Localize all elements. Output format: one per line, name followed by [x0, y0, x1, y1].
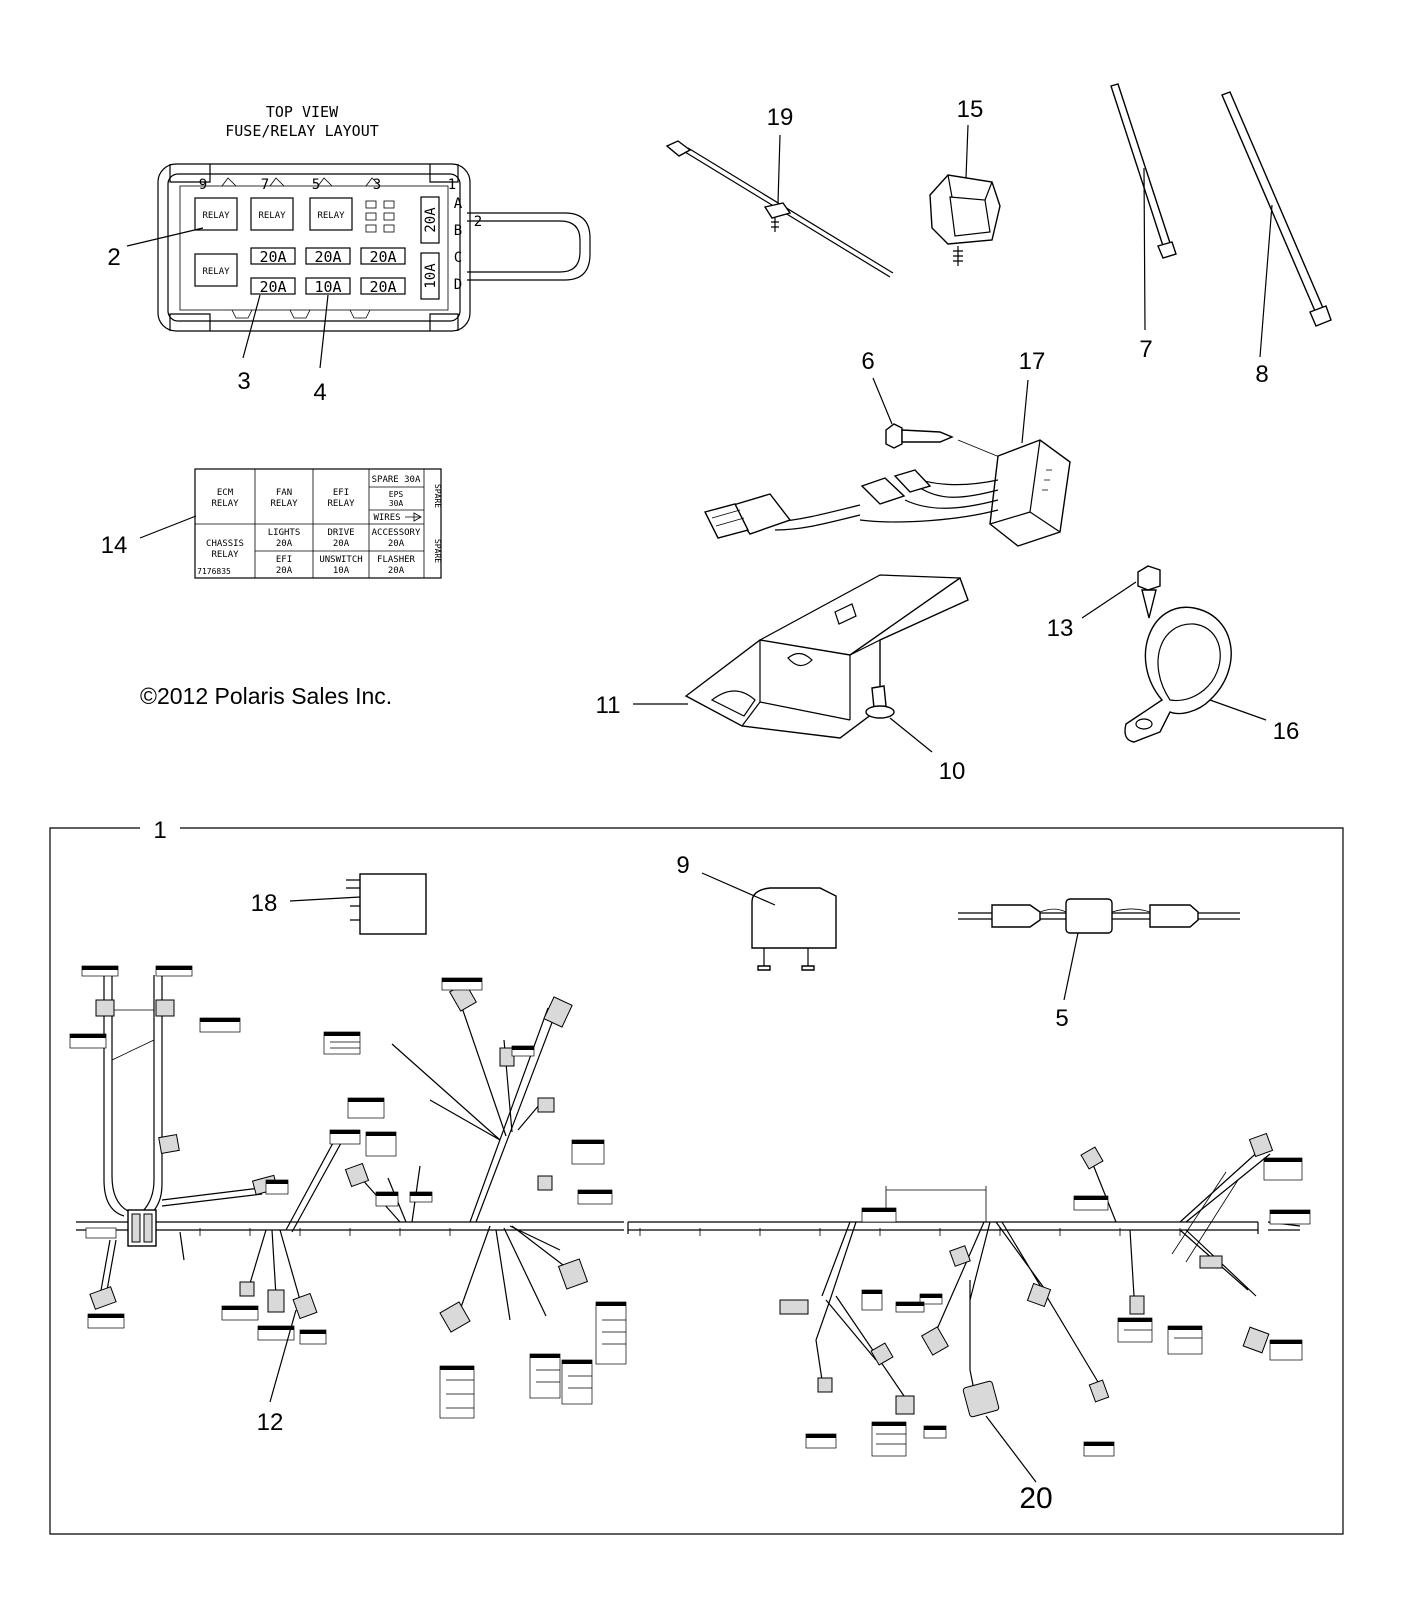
card-lights-1: LIGHTS [268, 528, 301, 538]
callout-7: 7 [1139, 336, 1152, 363]
card-efi-fuse-1: EFI [276, 555, 292, 565]
card-accessory-1: ACCESSORY [372, 528, 421, 538]
relay-label-3: RELAY [317, 211, 345, 221]
fuse-relay-box: TOP VIEW FUSE/RELAY LAYOUT 9 7 5 3 1 REL… [126, 103, 591, 369]
cable-tie-small [1110, 83, 1177, 331]
fuse-row-b: B [454, 223, 462, 239]
cable-tie-large [1221, 91, 1332, 358]
fuse-row-d: D [454, 277, 462, 293]
card-efi-fuse-2: 20A [276, 566, 293, 576]
callout-18: 18 [251, 890, 278, 917]
card-flasher-2: 20A [388, 566, 405, 576]
fuse-row-c: C [454, 250, 462, 266]
callout-17: 17 [1019, 348, 1046, 375]
fuse-col-5: 5 [312, 177, 320, 193]
fuse-label-card: ECM RELAY FAN RELAY EFI RELAY SPARE 30A … [139, 468, 442, 579]
fuse-box-title-line1: TOP VIEW [266, 103, 339, 121]
fuse-col-7: 7 [261, 177, 269, 193]
callout-5: 5 [1055, 1005, 1068, 1032]
callout-10: 10 [939, 758, 966, 785]
fuse-row-a: A [454, 196, 463, 212]
fuse-col-3: 3 [373, 177, 381, 193]
card-spare-vertical-1: SPARE [433, 484, 442, 508]
card-unswitch-1: UNSWITCH [319, 555, 362, 565]
card-efi-1: EFI [333, 488, 349, 498]
callout-6: 6 [861, 348, 874, 375]
callout-3: 3 [237, 368, 250, 395]
callout-2: 2 [107, 244, 120, 271]
callout-13: 13 [1047, 615, 1074, 642]
fuse-r2-2: 10A [314, 278, 341, 296]
edge-clip [929, 124, 1001, 266]
hose-clamp-16 [1124, 606, 1267, 743]
card-accessory-2: 20A [388, 539, 405, 549]
relay-label-2: RELAY [258, 211, 286, 221]
mounting-bracket [633, 574, 969, 739]
fuse-col-1: 1 [448, 177, 456, 193]
relay-18 [289, 873, 427, 935]
screw-6 [872, 377, 1003, 459]
card-drive-2: 20A [333, 539, 350, 549]
callout-19: 19 [767, 104, 794, 131]
fuse-r1-3: 20A [369, 248, 396, 266]
card-wires: WIRES [373, 513, 400, 523]
relay-label-1: RELAY [202, 211, 230, 221]
card-efi-2: RELAY [327, 499, 355, 509]
callout-12: 12 [257, 1409, 284, 1436]
fuse-r1-1: 20A [259, 248, 286, 266]
relay-label-4: RELAY [202, 267, 230, 277]
side-fuse-bottom: 10A [423, 263, 439, 289]
callout-20: 20 [1019, 1482, 1052, 1515]
callout-11: 11 [596, 692, 621, 719]
fuse-side-number: 2 [474, 214, 482, 230]
fuse-r1-2: 20A [314, 248, 341, 266]
card-fan-2: RELAY [270, 499, 298, 509]
card-eps-2: 30A [389, 499, 404, 508]
fuse-r2-3: 20A [369, 278, 396, 296]
screw-13 [1081, 565, 1161, 619]
cable-tie-mount [665, 134, 894, 278]
card-fan-1: FAN [276, 488, 292, 498]
card-lights-2: 20A [276, 539, 293, 549]
callout-4: 4 [313, 379, 326, 406]
callout-16: 16 [1273, 718, 1300, 745]
card-drive-1: DRIVE [327, 528, 354, 538]
card-part-number: 7176835 [197, 567, 231, 576]
callout-8: 8 [1255, 361, 1268, 388]
harness-frame [49, 827, 1344, 1535]
inline-fuse-holder-5 [958, 898, 1240, 1001]
fuse-box-title-line2: FUSE/RELAY LAYOUT [225, 122, 379, 140]
circuit-breaker-9 [701, 872, 837, 971]
callout-9: 9 [676, 852, 689, 879]
callout-14: 14 [101, 532, 128, 559]
card-chassis-1: CHASSIS [206, 539, 244, 549]
callout-1: 1 [153, 817, 166, 844]
card-ecm-2: RELAY [211, 499, 239, 509]
fuse-col-9: 9 [199, 177, 207, 193]
card-unswitch-2: 10A [333, 566, 350, 576]
harness-adapter-17 [703, 379, 1071, 547]
card-chassis-2: RELAY [211, 550, 239, 560]
callout-15: 15 [957, 96, 984, 123]
card-spare30: SPARE 30A [372, 475, 421, 485]
card-ecm-1: ECM [217, 488, 234, 498]
side-fuse-top: 20A [423, 207, 439, 233]
wiring-harness-left [69, 965, 627, 1419]
fuse-r2-1: 20A [259, 278, 286, 296]
card-spare-vertical-2: SPARE [433, 539, 442, 563]
push-fastener-10 [865, 685, 933, 753]
copyright: ©2012 Polaris Sales Inc. [140, 683, 392, 709]
card-eps-1: EPS [389, 490, 404, 499]
card-flasher-1: FLASHER [377, 555, 416, 565]
wiring-harness-right [627, 1132, 1311, 1483]
